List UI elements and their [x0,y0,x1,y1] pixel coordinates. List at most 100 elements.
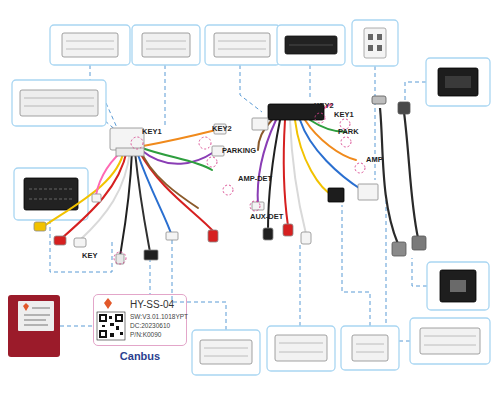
callout-ring [131,137,143,149]
qr-module [116,326,119,330]
signal-label: AMP-DET [238,174,272,183]
white-connector [62,33,118,57]
qr-hole [101,332,105,336]
label-card: HY-SS-04SW:V3.01.1018YPTDC:20230610P/N:K… [93,294,187,346]
callout-ring [315,113,325,123]
white-connector [142,33,190,57]
signal-label: PARKING [222,146,256,155]
qr-hole [117,316,121,320]
qr-module [109,316,112,319]
connector-socket [450,280,466,292]
wire [142,148,212,170]
canbus-sticker [18,301,54,331]
connector-box [192,330,260,375]
pin-rows [29,189,73,199]
callout-ring [355,163,365,173]
connector-box [267,326,335,371]
white-connector [200,340,252,364]
callout-ring [199,137,211,149]
signal-label: AUX-DET [250,212,283,221]
signal-label: AMP [366,155,383,164]
antenna-plug [412,236,426,250]
signal-label: KEY1 [334,110,354,119]
antenna-cable [380,108,398,244]
white-connector [214,33,270,57]
rca-plug [301,232,311,244]
white-plug [252,202,264,210]
white-connector [352,335,388,361]
pin-rows [24,98,94,106]
antenna-plug [392,242,406,256]
connector-box [205,25,280,65]
pin-rows [218,41,266,49]
spade-plug [116,254,124,264]
pin [377,45,382,51]
canbus-box [8,295,60,357]
leader-line [106,103,118,130]
wire [284,120,288,226]
leader-line [310,65,311,100]
rca-plug [54,236,66,245]
black-plug [144,250,158,260]
callout-ring [207,157,217,167]
wire [137,152,172,236]
white-connector [358,184,378,200]
callout-ring [114,252,126,264]
black-connector [440,270,476,302]
antenna-adapters [380,108,418,244]
qr-finder-holes [101,316,121,336]
left-plugs [34,124,226,264]
white-connector [252,118,268,130]
card-text: DC:20230610 [130,322,170,329]
signal-label: KEY2 [212,124,232,133]
pin [368,34,373,40]
leader-line [342,205,370,326]
white-connector [275,335,327,361]
pin-rows [279,343,323,352]
left-harness [44,130,216,256]
label-card-art [97,298,125,340]
pin-rows [356,344,384,352]
connector-box [410,318,490,364]
white-connector [110,128,144,150]
black-connector [438,68,478,96]
wire [258,120,276,205]
pin [377,34,382,40]
antenna-cable [404,112,418,238]
qr-finder [99,330,107,338]
connector-box [132,25,200,65]
rca-plug [208,230,218,242]
antenna-plugs [372,96,426,256]
leader-line [60,326,92,327]
wire [120,151,132,256]
white-plug [92,194,101,202]
canbus-module [8,295,60,357]
antenna-plug [372,96,386,104]
connector-box [12,80,106,126]
connector-box [426,58,490,106]
qr-module [120,332,123,335]
pin-rows [289,45,333,46]
sticker-print [24,308,50,325]
antenna-plug [398,102,410,114]
connector-pictures [20,28,480,364]
pin [368,45,373,51]
white-connector [364,28,386,58]
qr-code [97,312,125,340]
connector-socket [445,76,471,88]
brand-logo [23,303,29,311]
callout-ring [250,201,260,211]
pin-rows [204,348,248,356]
connector-box [50,25,130,65]
white-connector [420,328,480,354]
card-text: P/N:K0090 [130,331,161,338]
connector-boxes [12,20,490,375]
leader-line [165,65,166,125]
signal-label: KEY [82,251,97,260]
black-connector [285,36,337,54]
leader-line [240,65,262,112]
white-connector [20,90,98,116]
black-connector [24,178,78,210]
